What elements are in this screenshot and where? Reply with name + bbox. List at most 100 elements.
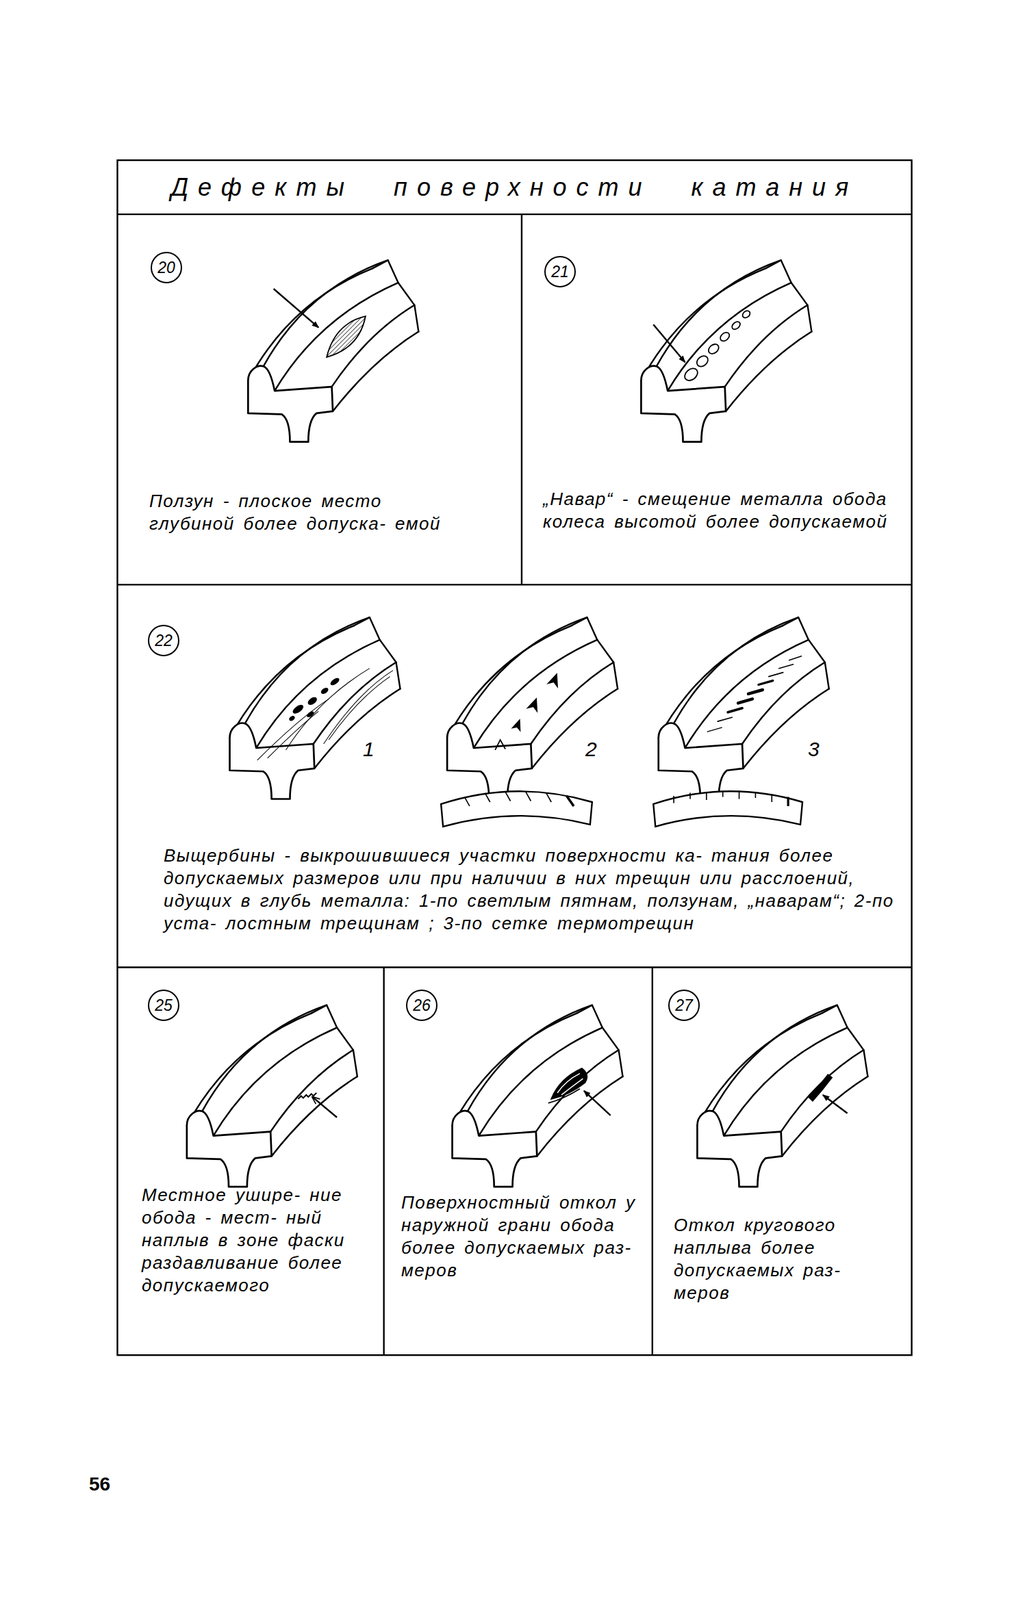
rim-spalling-light-spots-part-part — [306, 695, 319, 707]
callout-circle: 22 — [147, 625, 180, 657]
table-cell: „Навар“ - смещение металла обода колеса … — [521, 214, 912, 585]
rim-spalling-fatigue-part-part — [510, 717, 525, 733]
rim-spalling-light-spots — [229, 617, 400, 800]
rim-flat-spot-part — [326, 316, 366, 358]
rim-spalling-light-spots-part-part — [323, 670, 393, 745]
crack-section-part-part — [738, 791, 741, 800]
crack-section-part — [653, 791, 803, 827]
rim-spalling-light-spots-part-part — [328, 677, 390, 741]
callout-circle: 26 — [406, 990, 438, 1022]
rim-spalling-fatigue-part-part — [546, 670, 563, 689]
callout-number: 22 — [154, 633, 173, 650]
defect-caption: Откол кругового наплыва более допускаемы… — [673, 1214, 900, 1305]
rim-local-widening — [186, 1005, 358, 1188]
rim-spalling-light-spots-part-part — [286, 668, 370, 751]
rim-spalling-light-spots-part-part — [319, 686, 330, 696]
rim-surface-spall-part — [548, 1089, 580, 1104]
rim-local-widening-part — [312, 1097, 337, 1119]
rim-metal-buildup-part-part — [718, 330, 732, 344]
callout-circle: 27 — [668, 990, 700, 1022]
rim-spalling-light-spots-part-part — [329, 677, 341, 688]
callout-circle: 25 — [147, 990, 180, 1022]
rim-spalling-light-spots-part-part — [288, 715, 296, 723]
rim-flat-spot — [247, 260, 419, 442]
crack-section-part-part — [546, 793, 552, 803]
rim-ring-spall-part — [808, 1074, 832, 1102]
rim-metal-buildup-part-part — [741, 309, 752, 320]
rim-metal-buildup-part-part — [694, 353, 710, 370]
crack-section-part-part — [525, 792, 531, 802]
variant-number: 2 — [585, 739, 598, 760]
callout-number: 26 — [412, 998, 431, 1014]
rim-spalling-thermal-part-part — [758, 681, 773, 686]
crack-section-part — [464, 792, 574, 807]
crack-section-part-part — [786, 797, 789, 807]
rim-spalling-fatigue — [447, 617, 618, 800]
rim-spalling-thermal-part-part — [707, 727, 722, 732]
callout-number: 25 — [154, 998, 173, 1014]
rim-spalling-fatigue-part — [495, 740, 506, 751]
rim-spalling-thermal-part-part — [768, 673, 784, 678]
table-grid-part — [521, 214, 523, 585]
defect-caption: Выщербины - выкрошившиеся участки поверх… — [163, 844, 897, 936]
rim-surface-spall-part — [452, 1005, 624, 1188]
rim-spalling-light-spots-part-part — [291, 703, 306, 717]
rim-flat-spot-part — [273, 288, 320, 328]
crack-section-part-part — [770, 794, 773, 803]
table-grid-part — [117, 966, 912, 969]
table-grid-part — [117, 584, 912, 586]
rim-metal-buildup-part — [682, 309, 752, 384]
rim-spalling-fatigue-part — [447, 617, 618, 800]
rim-spalling-thermal-part-part — [779, 664, 794, 669]
defect-caption: „Навар“ - смещение металла обода колеса … — [542, 488, 893, 534]
rim-metal-buildup-part-part — [682, 366, 701, 384]
callout-number: 20 — [157, 260, 176, 276]
crack-section — [653, 791, 803, 828]
rim-ring-spall-part — [822, 1095, 848, 1114]
crack-section-part-part — [722, 791, 724, 798]
defect-caption: Местное ушире- ние обода - мест- ный нап… — [141, 1184, 378, 1298]
defect-caption: Поверхностный откол у наружной грани обо… — [401, 1192, 645, 1283]
table-grid-part — [117, 160, 912, 1356]
rim-spalling-fatigue-part — [510, 670, 563, 732]
page-number: 56 — [89, 1475, 111, 1495]
table-grid-part — [651, 968, 654, 1357]
rim-spalling-light-spots-part — [257, 668, 393, 761]
defect-caption: Ползун - плоское место глубиной более до… — [149, 490, 472, 536]
rim-flat-spot-part — [247, 260, 419, 442]
rim-ring-spall-part — [696, 1005, 868, 1188]
rim-local-widening-part — [186, 1005, 358, 1188]
callout-circle: 20 — [150, 251, 183, 284]
rim-surface-spall-part — [561, 1079, 583, 1096]
rim-metal-buildup-part — [640, 260, 812, 442]
variant-number: 3 — [807, 739, 820, 760]
rim-metal-buildup-part-part — [730, 320, 742, 331]
crack-section-part-part — [689, 793, 691, 800]
callout-number: 21 — [551, 264, 569, 281]
crack-section-part-part — [705, 792, 708, 801]
rim-spalling-thermal — [658, 617, 830, 800]
table-cell: Поверхностный откол у наружной грани обо… — [384, 967, 653, 1356]
table-grid-part — [117, 213, 912, 215]
rim-spalling-light-spots-part — [288, 677, 341, 723]
rim-spalling-light-spots-part — [229, 617, 400, 800]
variant-number: 1 — [362, 739, 375, 760]
rim-surface-spall-part — [584, 1091, 611, 1117]
rim-spalling-thermal-part — [707, 656, 802, 732]
callout-circle: 21 — [544, 256, 576, 288]
crack-section-part — [673, 791, 789, 807]
rim-spalling-thermal-part-part — [748, 690, 763, 695]
rim-spalling-fatigue-part-part — [525, 695, 543, 714]
rim-surface-spall — [452, 1005, 624, 1188]
crack-section-part-part — [505, 792, 511, 802]
table-cell: Местное ушире- ние обода - мест- ный нап… — [117, 967, 385, 1356]
rim-spalling-thermal-part — [658, 617, 830, 800]
rim-metal-buildup — [640, 260, 812, 442]
rim-metal-buildup-part-part — [706, 342, 721, 357]
rim-ring-spall — [696, 1005, 868, 1188]
crack-section-part-part — [566, 796, 574, 807]
drawing — [117, 160, 912, 1356]
crack-section — [440, 791, 593, 827]
table-cell: Откол кругового наплыва более допускаемы… — [652, 967, 912, 1356]
